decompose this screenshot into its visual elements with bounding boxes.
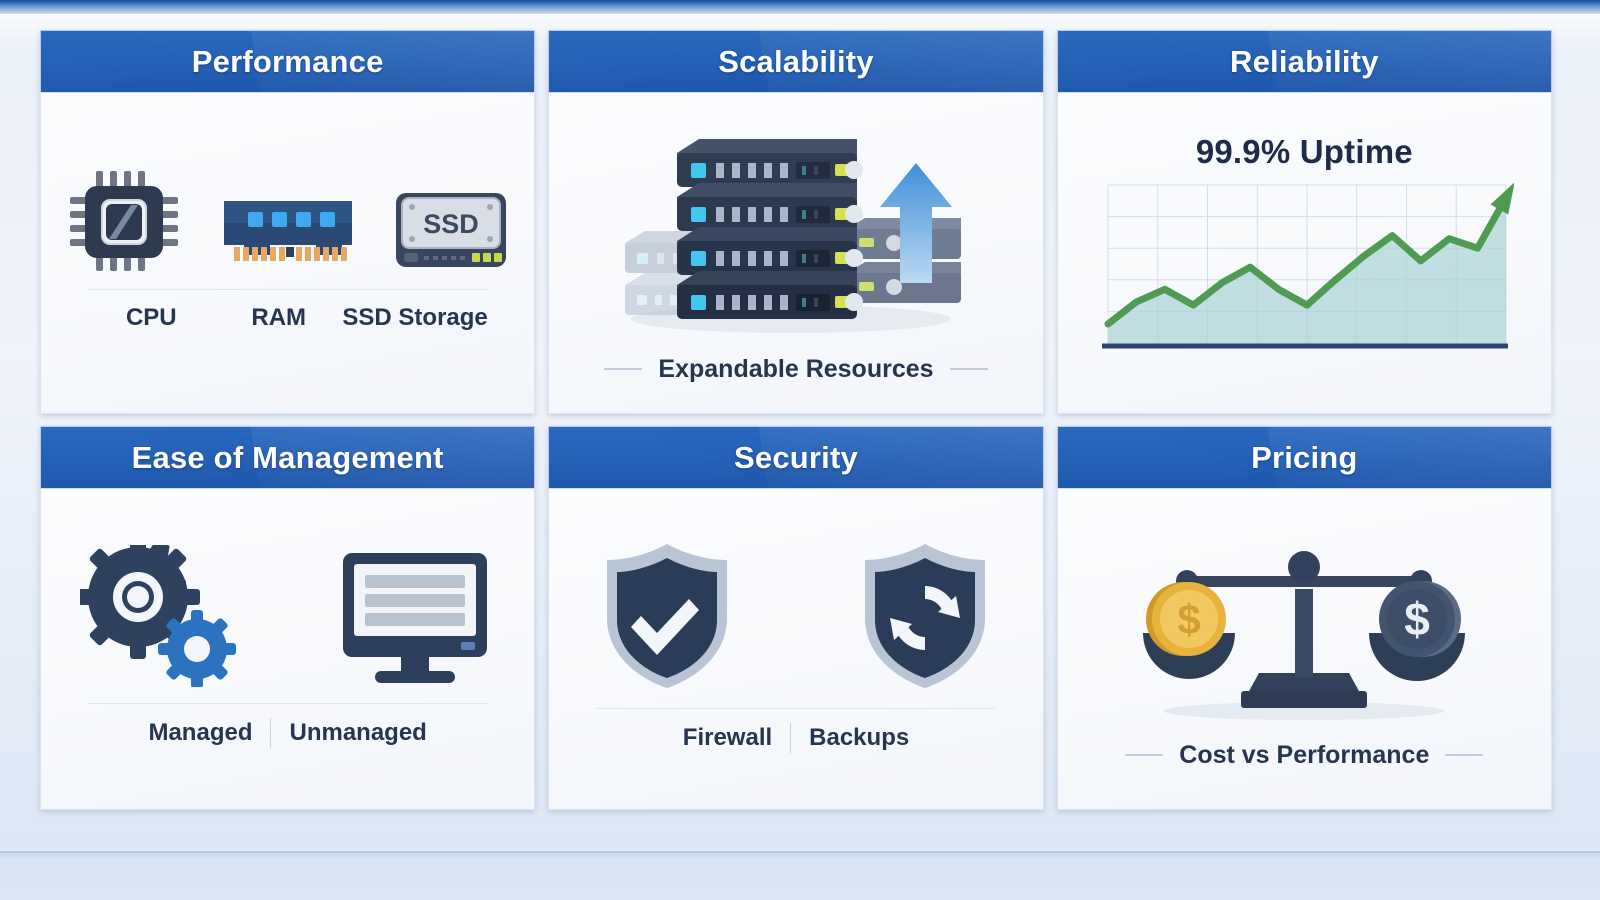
panel-header-pricing: Pricing (1056, 426, 1552, 488)
panel-ease-of-management[interactable]: Ease of Management (40, 426, 536, 810)
gears-icon (55, 544, 266, 687)
ssd-icon-text: SSD (424, 209, 480, 239)
panel-reliability[interactable]: Reliability 99.9% Uptime (1056, 30, 1552, 414)
shield-sync-icon (822, 540, 1029, 692)
caption-dash-left (1125, 754, 1164, 756)
performance-label-ssd: SSD Storage (342, 303, 488, 331)
panel-title: Performance (191, 43, 384, 79)
panel-title: Pricing (1251, 439, 1358, 475)
feature-panel-grid: Performance (40, 30, 1552, 810)
balance-scale-icon: $ $ (1072, 523, 1537, 723)
management-icon-row (55, 544, 521, 687)
performance-icon-row: SSD (55, 169, 520, 273)
panel-body-ease-of-management: Managed Unmanaged (40, 488, 536, 810)
ram-module-icon (219, 195, 357, 273)
panel-performance[interactable]: Performance (40, 30, 536, 414)
gold-coin-icon: $ (1146, 581, 1227, 656)
security-icon-row (563, 540, 1028, 692)
up-arrow-icon (879, 162, 952, 283)
steel-coin-symbol: $ (1405, 593, 1431, 645)
security-label-row: Firewall Backups (595, 707, 997, 753)
caption-dash-right (1445, 754, 1484, 756)
panel-header-ease-of-management: Ease of Management (40, 426, 536, 488)
panel-body-pricing: $ $ Cost vs Performance (1056, 488, 1552, 810)
label-separator (270, 717, 272, 748)
panel-body-security: Firewall Backups (548, 488, 1044, 810)
background-divider (0, 851, 1600, 853)
panel-security[interactable]: Security (548, 426, 1044, 810)
management-label-unmanaged: Unmanaged (289, 718, 427, 746)
ssd-drive-icon: SSD (383, 189, 521, 273)
pricing-caption: Cost vs Performance (1072, 741, 1537, 770)
shield-check-icon (563, 540, 770, 692)
panel-header-performance: Performance (40, 30, 536, 92)
background-ledge (0, 852, 1600, 900)
scalability-caption: Expandable Resources (563, 355, 1028, 384)
panel-body-reliability: 99.9% Uptime (1056, 92, 1552, 414)
growth-chart-icon (1072, 177, 1537, 367)
panel-title: Ease of Management (131, 439, 444, 475)
caption-text: Cost vs Performance (1179, 740, 1430, 769)
panel-title: Reliability (1230, 43, 1379, 79)
panel-scalability[interactable]: Scalability (548, 30, 1044, 414)
panel-body-scalability: Expandable Resources (548, 92, 1044, 414)
panel-pricing[interactable]: Pricing (1056, 426, 1552, 810)
panel-header-scalability: Scalability (548, 30, 1044, 92)
caption-dash-right (949, 368, 988, 370)
performance-label-row: CPU RAM SSD Storage (87, 288, 488, 332)
label-separator (790, 722, 792, 753)
cpu-chip-icon (55, 169, 193, 273)
monitor-icon (310, 547, 521, 687)
security-label-firewall: Firewall (682, 723, 773, 751)
uptime-stat: 99.9% Uptime (1195, 133, 1413, 170)
caption-text: Expandable Resources (658, 354, 934, 383)
panel-header-reliability: Reliability (1056, 30, 1552, 92)
security-label-backups: Backups (809, 723, 910, 751)
panel-header-security: Security (548, 426, 1044, 488)
performance-label-cpu: CPU (125, 303, 177, 331)
steel-coin-icon: $ (1379, 580, 1462, 657)
server-stack-icon (563, 117, 1028, 337)
management-label-managed: Managed (148, 718, 253, 746)
management-label-row: Managed Unmanaged (87, 702, 488, 748)
performance-label-ram: RAM (251, 303, 307, 331)
panel-title: Security (734, 439, 858, 475)
panel-title: Scalability (718, 43, 874, 79)
gold-coin-symbol: $ (1178, 596, 1201, 643)
panel-body-performance: SSD (40, 92, 536, 414)
caption-dash-left (604, 368, 643, 370)
